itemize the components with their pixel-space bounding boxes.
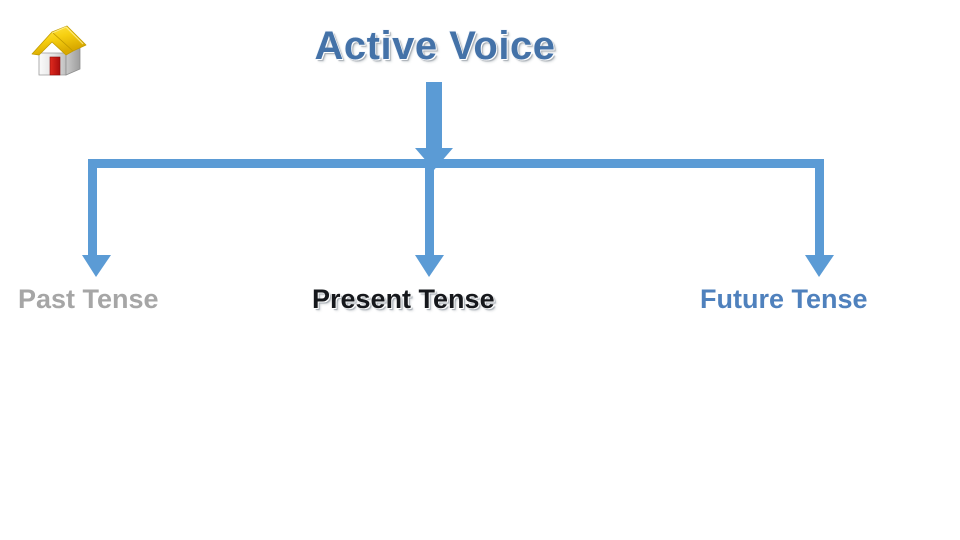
label-past-tense: Past Tense [18,284,159,314]
branch-arrow-past [82,159,111,277]
page-title: Active Voice [314,23,556,68]
label-present-tense: Present Tense [311,283,495,314]
horizontal-connector [88,159,824,168]
home-icon-svg [31,25,87,76]
branch-arrow-future [805,159,834,277]
root-arrow [415,82,453,170]
label-future-tense: Future Tense [700,284,868,314]
home-icon[interactable] [28,22,94,80]
tense-tree-diagram [82,82,834,277]
branch-arrow-present [415,159,444,277]
